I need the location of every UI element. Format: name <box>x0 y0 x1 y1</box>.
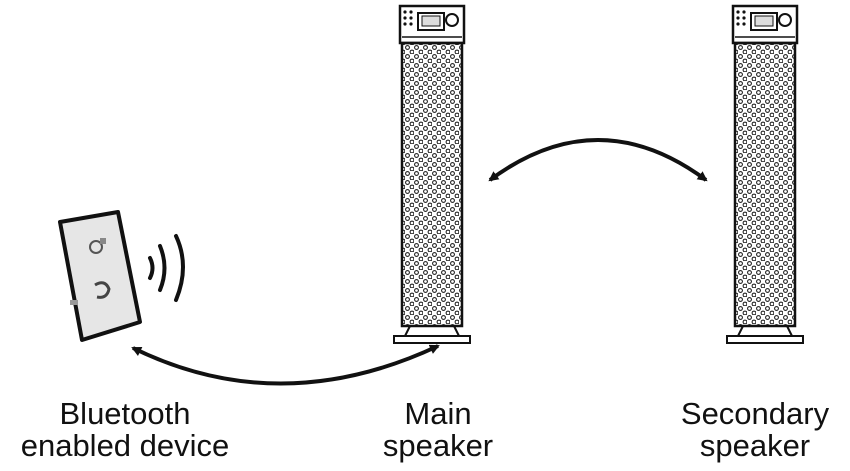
bluetooth-device-label-line1: Bluetooth <box>59 396 191 431</box>
secondary-speaker-icon <box>726 4 804 344</box>
speaker-link-arrow <box>488 138 708 182</box>
secondary-speaker-label-line2: speaker <box>699 428 811 463</box>
bluetooth-device-label: Bluetooth enabled device <box>0 398 250 462</box>
bluetooth-signal-icon <box>148 234 185 302</box>
main-speaker-label-line1: Main <box>404 396 472 431</box>
secondary-speaker-label: Secondary speaker <box>660 398 850 462</box>
main-speaker-label: Main speaker <box>338 398 538 462</box>
bluetooth-device-icon <box>58 210 142 342</box>
main-speaker-label-line2: speaker <box>382 428 494 463</box>
device-link-arrow <box>131 344 440 386</box>
bluetooth-device-label-line2: enabled device <box>20 428 230 463</box>
secondary-speaker-label-line1: Secondary <box>680 396 830 431</box>
main-speaker-icon <box>393 4 471 344</box>
